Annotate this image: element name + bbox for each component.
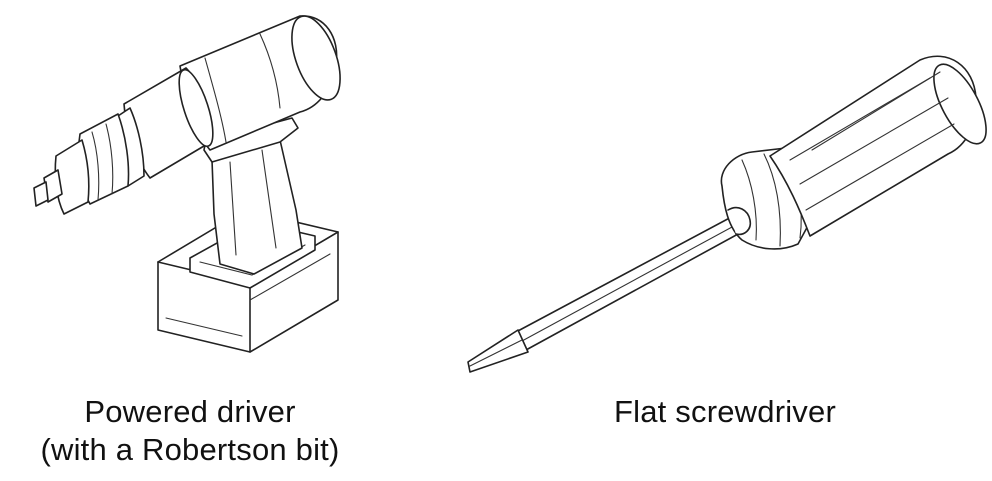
driver-collar (111, 67, 214, 187)
driver-chuck (54, 113, 130, 215)
flat-screwdriver-caption: Flat screwdriver (560, 393, 890, 431)
robertson-bit (33, 169, 63, 207)
flat-screwdriver-icon (467, 55, 987, 373)
driver-handle (203, 117, 303, 275)
powered-driver-caption: Powered driver (with a Robertson bit) (10, 393, 370, 469)
screwdriver-blade (467, 329, 529, 373)
screwdriver-shaft (515, 205, 761, 351)
flat-screwdriver-caption-line1: Flat screwdriver (614, 394, 836, 429)
driver-body (179, 15, 341, 151)
powered-driver-caption-line2: (with a Robertson bit) (40, 432, 340, 467)
powered-driver-caption-line1: Powered driver (84, 394, 296, 429)
screwdriver-handle (769, 55, 987, 237)
powered-driver-icon (33, 15, 341, 353)
